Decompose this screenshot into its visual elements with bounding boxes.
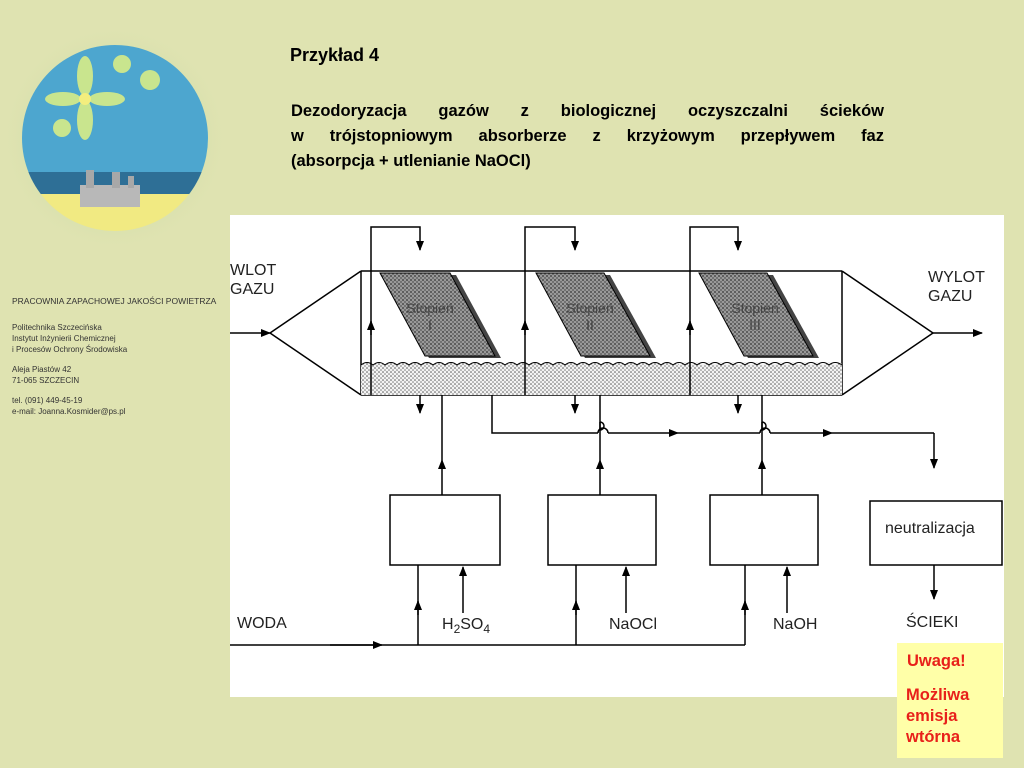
subtitle-line: Dezodoryzacja gazów z biologicznej oczys… [291,102,884,120]
sidebar-line: Aleja Piastów 42 [12,365,72,374]
reagent-part: SO [460,616,484,633]
reagent-label: NaOH [773,616,818,633]
gas-outlet-line: GAZU [928,288,973,305]
warning-note: Uwaga! Możliwa emisja wtórna [897,643,1003,758]
neutralization-tank [869,500,1003,600]
warning-note-body: Możliwa emisja wtórna [906,685,969,748]
gas-outlet-line: WYLOT [928,269,985,286]
process-diagram-drawing [230,226,1003,649]
subtitle-line: (absorpcja + utlenianie NaOCl) [291,152,531,170]
gas-inlet-line: WLOT [230,262,277,279]
sidebar: PRACOWNIA ZAPACHOWEJ JAKOŚCI POWIETRZA P… [12,296,227,426]
reagent-tank [389,395,819,566]
sidebar-institution: Politechnika Szczecińska Instytut Inżyni… [12,322,227,355]
logo [3,26,227,245]
sidebar-line: tel. (091) 449-45-19 [12,396,83,405]
drain-line [491,395,938,469]
outlet-cone [841,270,934,396]
stage-name: Stopień [731,300,779,316]
stage-label: Stopień II [555,300,625,334]
liquid-sump [360,362,843,395]
gas-inlet-label: WLOT GAZU [230,261,276,299]
sidebar-line: 71-065 SZCZECIN [12,376,80,385]
stage-name: Stopień [566,300,614,316]
sidebar-line: i Procesów Ochrony Środowiska [12,345,128,354]
stage-numeral: II [586,317,594,333]
process-diagram: Stopień I Stopień II Stopień III WLOT GA… [230,215,1004,697]
water-line [230,565,791,649]
gas-inlet-line: GAZU [230,281,275,298]
stage-numeral: III [749,317,761,333]
reagent-part: H [442,616,454,633]
reagent-label: H2SO4 [442,615,490,639]
sidebar-heading: PRACOWNIA ZAPACHOWEJ JAKOŚCI POWIETRZA [12,296,217,306]
slide-subtitle: Dezodoryzacja gazów z biologicznej oczys… [291,99,884,174]
reagent-subscript: 2 [453,622,461,637]
inlet-cone [269,270,362,396]
warning-note-line: emisja [906,707,958,725]
water-label: WODA [237,615,287,632]
slide-title: Przykład 4 [290,45,380,65]
sidebar-line: Politechnika Szczecińska [12,323,102,332]
neutralization-label: neutralizacja [885,520,975,537]
sidebar-line: Instytut Inżynierii Chemicznej [12,334,116,343]
reagent-label: NaOCl [609,616,658,633]
warning-note-heading: Uwaga! [907,652,966,670]
subtitle-line: w trójstopniowym absorberze z krzyżowym … [291,127,884,145]
recirculation-loop [367,226,742,414]
warning-note-line: Możliwa [906,686,970,704]
stage-label: Stopień III [720,300,790,334]
stage-numeral: I [428,317,432,333]
wastewater-label: ŚCIEKI [906,614,959,631]
sidebar-line: e-mail: Joanna.Kosmider@ps.pl [12,407,126,416]
gas-outlet-label: WYLOT GAZU [928,268,985,306]
warning-note-line: wtórna [906,728,961,746]
sidebar-address: Aleja Piastów 42 71-065 SZCZECIN [12,364,227,386]
reagent-subscript: 4 [483,622,491,637]
sidebar-contact: tel. (091) 449-45-19 e-mail: Joanna.Kosm… [12,395,227,417]
stage-name: Stopień [406,300,454,316]
stage-label: Stopień I [395,300,465,334]
packing-bed [379,272,819,358]
